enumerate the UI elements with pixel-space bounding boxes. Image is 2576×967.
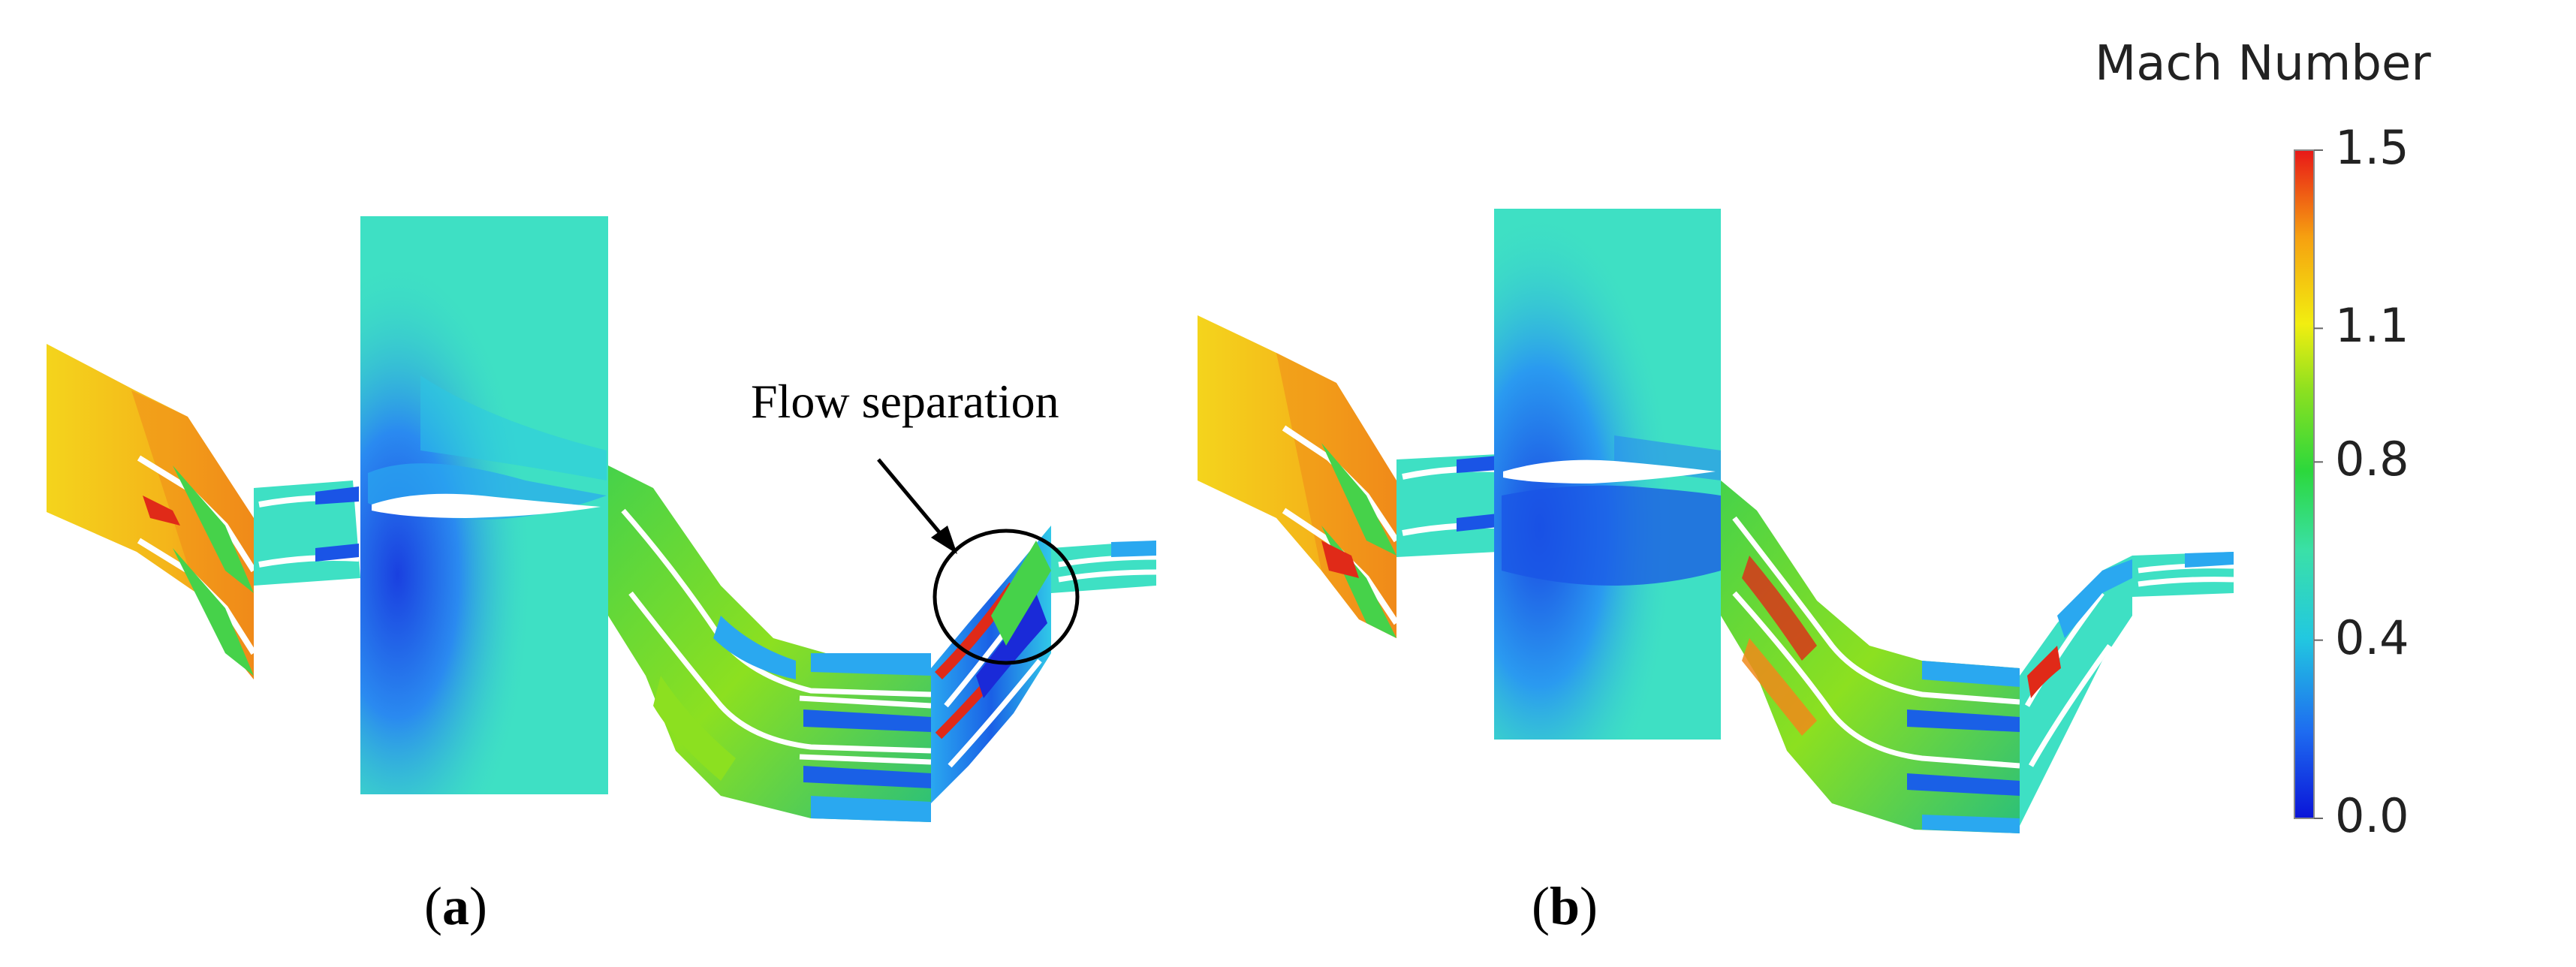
colorbar-tick-label: 1.1: [2335, 298, 2409, 354]
colorbar-tick-label: 0.0: [2335, 788, 2409, 843]
colorbar: [2294, 150, 2314, 818]
panel-b-channel: [1721, 480, 2020, 833]
panel-a-channel: [608, 465, 931, 822]
flow-separation-label: Flow separation: [751, 375, 1059, 428]
panel-a-airfoil: [372, 493, 601, 518]
separation-arrow: [877, 458, 949, 544]
panel-label-a: (a): [424, 876, 487, 936]
panel-label-b: (b): [1532, 876, 1598, 936]
colorbar-tick-label: 0.8: [2335, 432, 2409, 487]
colorbar-tick-label: 1.5: [2335, 120, 2409, 175]
separation-circle: [932, 529, 1080, 665]
panel-b-contour: [1198, 209, 2234, 833]
colorbar-tick-label: 0.4: [2335, 610, 2409, 665]
panel-b-airfoil: [1503, 459, 1716, 484]
panel-a-contour: [47, 216, 1157, 822]
colorbar-title: Mach Number: [2095, 36, 2431, 92]
